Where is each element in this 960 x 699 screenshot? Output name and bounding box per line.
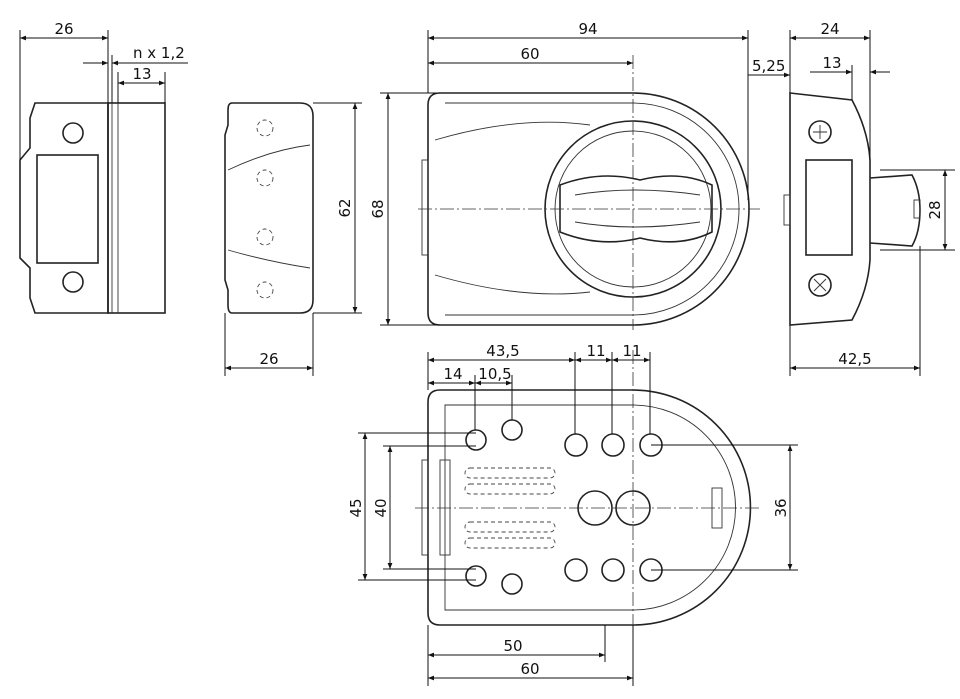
dim-label: 50 xyxy=(503,637,522,655)
right-side-view: 24 13 28 42,5 xyxy=(783,20,955,376)
dim-label: 43,5 xyxy=(486,342,519,360)
dim-label: 68 xyxy=(369,199,387,218)
dim-label: 24 xyxy=(820,20,839,38)
dim-label: 11 xyxy=(622,342,641,360)
dim-label: 5,25 xyxy=(752,57,785,75)
bottom-view: 43,5 11 11 14 10,5 45 40 36 50 60 xyxy=(347,342,798,686)
dim-label: n x 1,2 xyxy=(133,44,185,62)
dim-label: 40 xyxy=(372,498,390,517)
dim-label: 13 xyxy=(822,54,841,72)
dim-label: 60 xyxy=(520,660,539,678)
dim-label: 11 xyxy=(586,342,605,360)
dim-label: 28 xyxy=(926,200,944,219)
left-side-view: 26 n x 1,2 13 xyxy=(19,20,188,314)
dim-label: 45 xyxy=(347,498,365,517)
dim-label: 10,5 xyxy=(478,365,511,383)
dim-label: 26 xyxy=(259,350,278,368)
dim-label: 13 xyxy=(132,65,151,83)
dim-label: 60 xyxy=(520,45,539,63)
dim-label: 26 xyxy=(54,20,73,38)
dim-label: 62 xyxy=(336,198,354,217)
dim-label: 36 xyxy=(772,498,790,517)
dim-label: 42,5 xyxy=(838,350,871,368)
front-view: 94 60 5,25 68 xyxy=(369,20,790,330)
rear-view: 62 26 xyxy=(224,102,362,376)
dim-label: 14 xyxy=(443,365,462,383)
dim-label: 94 xyxy=(578,20,597,38)
